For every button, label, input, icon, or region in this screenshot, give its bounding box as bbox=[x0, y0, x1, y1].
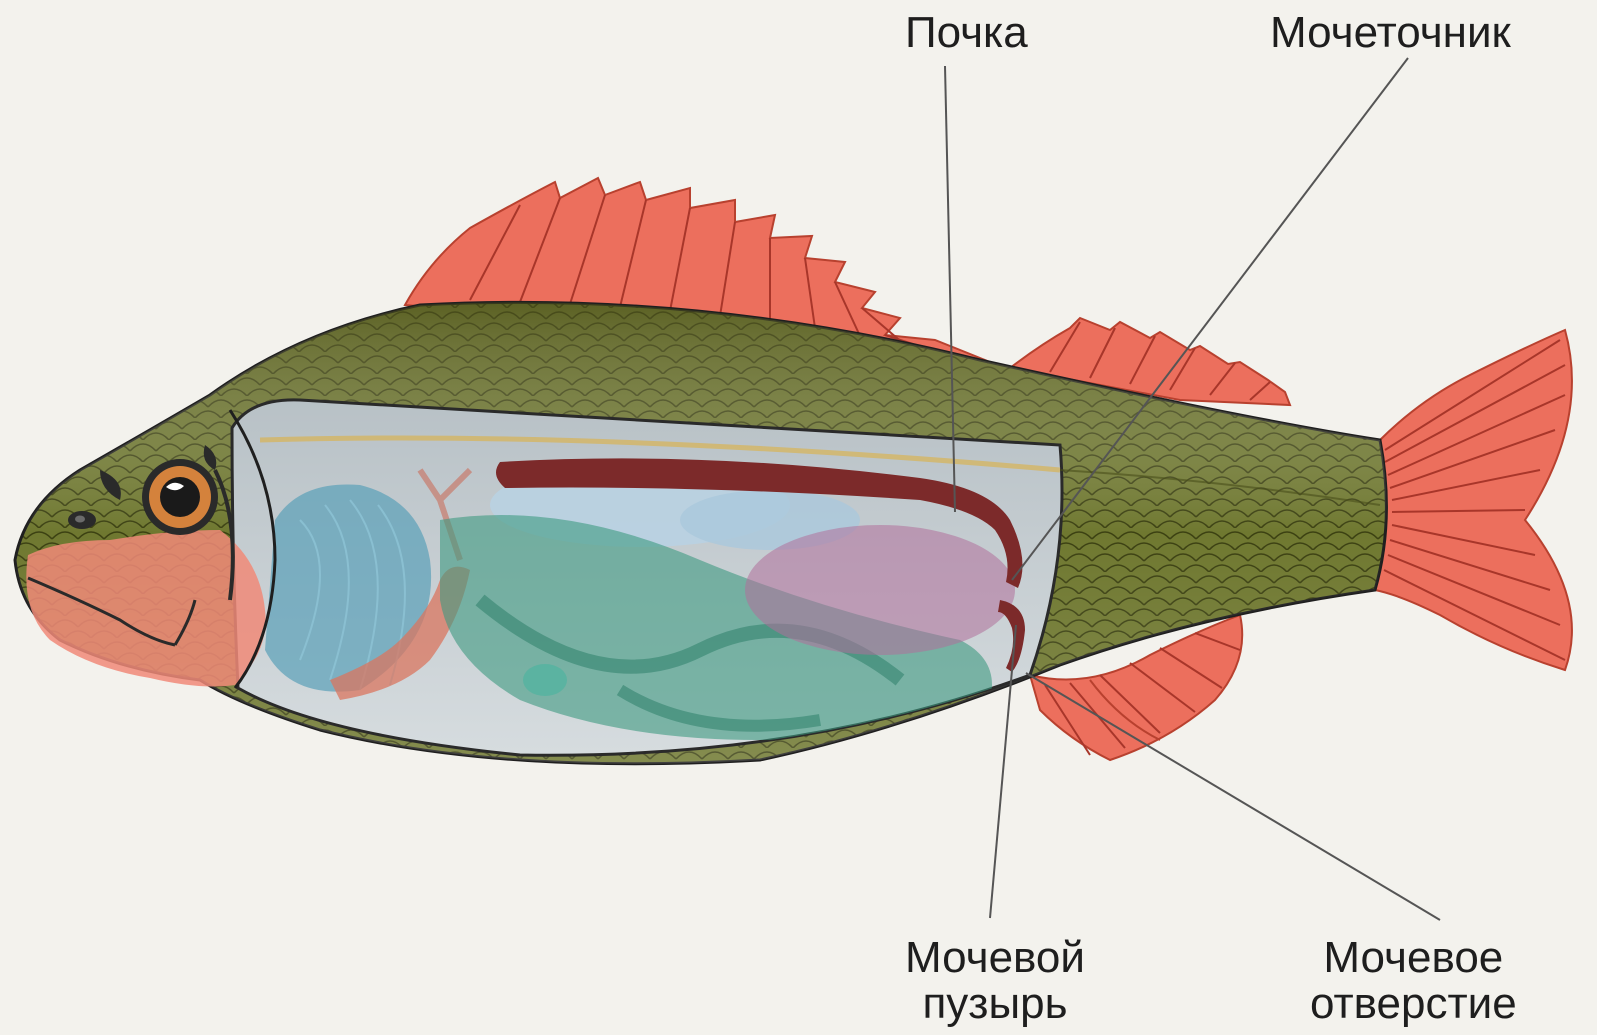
label-urinary-opening: Мочевое отверстие bbox=[1310, 935, 1517, 1027]
label-urinary-opening-line2: отверстие bbox=[1310, 981, 1517, 1027]
label-urinary-bladder-line1: Мочевой bbox=[905, 935, 1085, 981]
opening-leader bbox=[1026, 673, 1440, 920]
label-urinary-bladder-line2: пузырь bbox=[905, 981, 1085, 1027]
body-cavity bbox=[232, 400, 1062, 755]
label-kidney: Почка bbox=[905, 10, 1028, 56]
eye-icon bbox=[142, 459, 218, 535]
label-ureter: Мочеточник bbox=[1270, 10, 1511, 56]
label-urinary-bladder: Мочевой пузырь bbox=[905, 935, 1085, 1027]
gonad bbox=[745, 525, 1015, 655]
label-urinary-opening-line1: Мочевое bbox=[1310, 935, 1517, 981]
tail-fin bbox=[1375, 330, 1572, 670]
